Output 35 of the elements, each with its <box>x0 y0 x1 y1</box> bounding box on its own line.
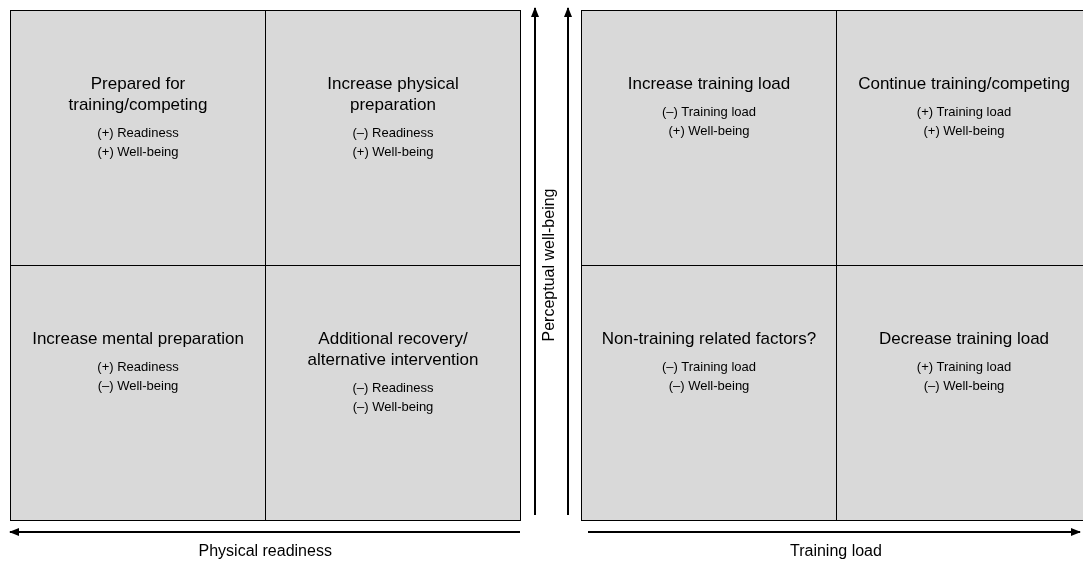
axis-label: Training load <box>790 542 882 560</box>
quadrant-note: (+) Training load <box>916 358 1012 376</box>
quadrant-box <box>265 10 521 266</box>
quadrant-note: (+) Training load <box>916 103 1012 121</box>
quadrant-note: (–) Training load <box>662 103 756 121</box>
quadrant-box <box>836 265 1083 521</box>
quadrant-title: Non-training related factors? <box>600 328 818 349</box>
quadrant-note: (–) Training load <box>662 358 756 376</box>
quadrant-note: (–) Well-being <box>97 377 179 395</box>
quadrant-note: (+) Well-being <box>352 143 434 161</box>
axis-label: Perceptual well-being <box>540 188 558 342</box>
quadrant-title: Increase training load <box>626 73 792 94</box>
quadrant-box <box>581 265 837 521</box>
quadrant-box <box>265 265 521 521</box>
axis-label: Physical readiness <box>198 542 332 560</box>
quadrant-note: (–) Well-being <box>352 398 434 416</box>
quadrant-note: (+) Well-being <box>97 143 179 161</box>
quadrant-note: (–) Readiness <box>352 124 434 142</box>
quadrant-note: (+) Well-being <box>923 122 1005 140</box>
quadrant-title: Prepared for training/competing <box>67 73 209 115</box>
quadrant-note: (+) Readiness <box>97 124 179 142</box>
quadrant-box <box>836 10 1083 266</box>
quadrant-box <box>10 265 266 521</box>
quadrant-note: (–) Well-being <box>668 377 750 395</box>
quadrant-note: (+) Well-being <box>668 122 750 140</box>
quadrant-title: Increase mental preparation <box>31 328 245 349</box>
quadrant-box <box>581 10 837 266</box>
quadrant-note: (–) Readiness <box>352 379 434 397</box>
quadrant-title: Additional recovery/ alternative intervention <box>306 328 480 370</box>
quadrant-box <box>10 10 266 266</box>
quadrant-note: (+) Readiness <box>97 358 179 376</box>
quadrant-note: (–) Well-being <box>923 377 1005 395</box>
quadrant-title: Decrease training load <box>877 328 1051 349</box>
quadrant-title: Increase physical preparation <box>326 73 460 115</box>
quadrant-title: Continue training/competing <box>857 73 1071 94</box>
